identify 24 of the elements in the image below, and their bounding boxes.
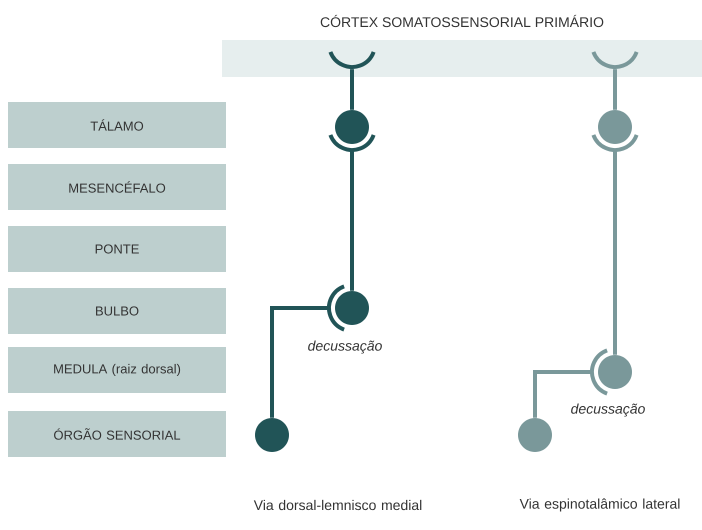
synapse-connector [350,69,354,110]
level-box: PONTE [8,226,226,272]
synapse-connector [613,150,617,355]
neuron-dot [335,110,369,144]
level-box: MESENCÉFALO [8,164,226,210]
cortex-band: CÓRTEX SOMATOSSENSORIAL PRIMÁRIO [222,14,702,77]
decussation-label: decussação [571,403,645,416]
synapse-connector [270,306,329,418]
synapse-connector [533,370,592,418]
synapse-connector [350,150,354,291]
neuron-dot [255,418,289,452]
neuron-dot [335,291,369,325]
pathway-label: Via espinotalâmico lateral [520,498,680,512]
synapse-connector [613,69,617,110]
level-box: MEDULA (raiz dorsal) [8,347,226,393]
node-label: CÓRTEX SOMATOSSENSORIAL PRIMÁRIO [320,14,604,28]
neuron-dot [518,418,552,452]
pathway-label: Via dorsal-lemnisco medial [254,500,422,510]
level-box: TÁLAMO [8,102,226,148]
neuron-dot [598,355,632,389]
level-box: ÓRGÃO SENSORIAL [8,411,226,457]
decussation-label: decussação [308,340,382,354]
neuron-dot [598,110,632,144]
level-box: BULBO [8,288,226,334]
